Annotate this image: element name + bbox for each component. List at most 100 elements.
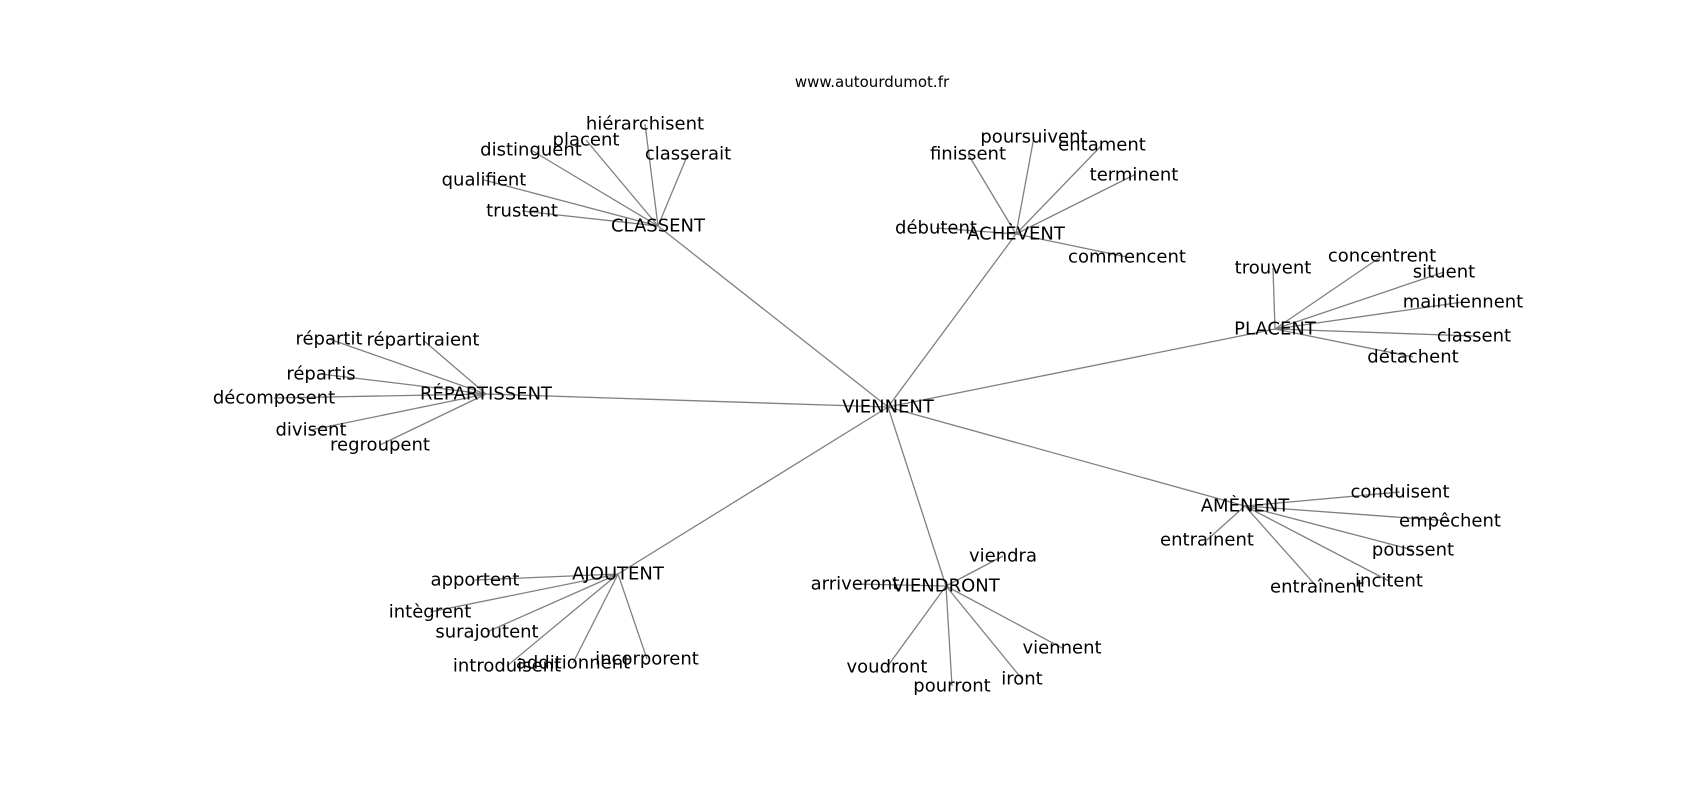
leaf-node-repartissent-0: répartit: [295, 329, 362, 350]
leaf-node-achevent-0: poursuivent: [980, 127, 1087, 148]
leaf-node-ajoutent-0: apportent: [431, 570, 520, 591]
edge-achevent-1: [1015, 144, 1103, 235]
edge-placent-2: [1274, 271, 1445, 330]
leaf-node-classent-5: trustent: [486, 201, 558, 222]
leaf-node-classent-3: classerait: [645, 144, 731, 165]
leaf-node-ajoutent-3: introduisent: [453, 656, 561, 677]
site-url-label: www.autourdumot.fr: [795, 73, 950, 91]
edge-amenent-3: [1244, 505, 1390, 582]
edge-repartissent-2: [320, 373, 487, 395]
edge-ajoutent-5: [617, 573, 648, 660]
hub-node-amenent: AMÈNENT: [1201, 495, 1291, 517]
leaf-node-placent-5: détachent: [1367, 347, 1458, 368]
edge-root-repartissent: [485, 393, 889, 408]
edge-placent-3: [1274, 301, 1464, 330]
edge-classent-4: [483, 179, 659, 227]
leaf-node-repartissent-3: décomposent: [213, 388, 335, 409]
leaf-node-viendront-1: arriveront: [811, 574, 900, 595]
edge-amenent-0: [1244, 491, 1401, 507]
edge-viendront-4: [945, 585, 1023, 680]
edge-root-achevent: [887, 233, 1017, 408]
graph-nodes: VIENNENT CLASSENT hiérarchisentplacentdist…: [213, 114, 1523, 697]
leaf-node-ajoutent-1: intègrent: [389, 602, 472, 623]
leaf-node-achevent-2: finissent: [930, 144, 1006, 165]
hub-node-repartissent: RÉPARTISSENT: [420, 383, 553, 405]
leaf-node-repartissent-5: regroupent: [330, 435, 430, 456]
hub-node-achevent: ACHÈVENT: [967, 223, 1066, 245]
leaf-node-classent-0: hiérarchisent: [586, 114, 704, 135]
leaf-node-viendront-2: viennent: [1022, 638, 1101, 659]
hub-node-classent: CLASSENT: [611, 216, 706, 237]
leaf-node-classent-2: distinguent: [480, 140, 582, 161]
edge-root-placent: [887, 328, 1276, 408]
hub-node-viendront: VIENDRONT: [892, 576, 1000, 597]
leaf-node-achevent-4: débutent: [895, 218, 977, 239]
leaf-node-ajoutent-4: additionnent: [516, 653, 630, 674]
leaf-node-amenent-2: poussent: [1372, 540, 1454, 561]
edge-viendront-5: [945, 585, 953, 687]
leaf-node-amenent-1: empêchent: [1399, 511, 1501, 532]
leaf-node-repartissent-2: répartis: [286, 364, 355, 385]
edge-repartissent-5: [379, 393, 487, 446]
leaf-node-viendront-4: iront: [1001, 669, 1042, 690]
edge-ajoutent-2: [486, 573, 619, 633]
leaf-node-placent-0: concentrent: [1328, 246, 1436, 267]
leaf-node-placent-1: trouvent: [1235, 258, 1312, 279]
leaf-node-repartissent-4: divisent: [276, 420, 347, 441]
edge-viendront-2: [945, 585, 1063, 649]
leaf-node-classent-4: qualifient: [442, 170, 527, 191]
edge-viendront-1: [854, 583, 947, 587]
edge-classent-5: [521, 210, 659, 227]
leaf-node-viendront-5: pourront: [913, 676, 990, 697]
edge-root-classent: [657, 225, 889, 408]
hub-node-ajoutent: AJOUTENT: [572, 564, 665, 585]
edge-root-viendront: [887, 406, 947, 587]
edge-classent-3: [657, 153, 689, 227]
edge-repartissent-1: [422, 339, 487, 395]
edge-amenent-2: [1244, 505, 1414, 551]
edge-ajoutent-3: [506, 573, 619, 667]
root-node-label: VIENNENT: [842, 397, 935, 418]
edge-repartissent-3: [273, 393, 487, 399]
edge-achevent-4: [935, 227, 1017, 235]
edge-placent-5: [1274, 328, 1414, 358]
leaf-node-classent-1: placent: [553, 130, 620, 151]
leaf-node-amenent-3: incitent: [1355, 571, 1423, 592]
leaf-node-amenent-0: conduisent: [1350, 482, 1449, 503]
edge-classent-0: [644, 123, 659, 227]
leaf-node-repartissent-1: répartiraient: [367, 330, 480, 351]
edge-achevent-0: [1015, 136, 1035, 235]
edge-amenent-1: [1244, 505, 1451, 522]
leaf-node-achevent-3: terminent: [1090, 165, 1179, 186]
leaf-node-placent-3: maintiennent: [1403, 292, 1523, 313]
leaf-node-placent-2: situent: [1413, 262, 1475, 283]
leaf-node-achevent-5: commencent: [1068, 247, 1186, 268]
edge-classent-1: [585, 139, 659, 227]
graph-edges: [273, 123, 1475, 687]
edge-placent-0: [1274, 255, 1383, 330]
edge-achevent-2: [967, 153, 1017, 235]
edge-ajoutent-4: [572, 573, 619, 664]
leaf-node-viendront-3: voudront: [847, 657, 928, 678]
edge-viendront-0: [945, 555, 1004, 587]
hub-node-placent: PLACENT: [1234, 319, 1317, 340]
leaf-node-ajoutent-2: surajoutent: [435, 622, 538, 643]
leaf-node-ajoutent-5: incorporent: [595, 649, 699, 670]
leaf-node-achevent-1: entament: [1058, 135, 1146, 156]
edge-classent-2: [530, 149, 659, 227]
edge-root-ajoutent: [617, 406, 889, 575]
edge-ajoutent-0: [474, 573, 619, 581]
edge-amenent-4: [1244, 505, 1318, 588]
edge-viendront-3: [886, 585, 947, 668]
leaf-node-placent-4: classent: [1437, 326, 1511, 347]
edge-achevent-5: [1015, 233, 1128, 258]
leaf-node-amenent-4: entraînent: [1270, 577, 1364, 598]
leaf-node-viendront-0: viendra: [969, 546, 1037, 567]
edge-ajoutent-1: [429, 573, 619, 613]
edge-repartissent-4: [310, 393, 487, 431]
edge-root-amenent: [887, 406, 1246, 507]
edge-amenent-5: [1206, 505, 1246, 541]
edge-placent-4: [1274, 328, 1475, 337]
edge-placent-1: [1272, 267, 1276, 330]
